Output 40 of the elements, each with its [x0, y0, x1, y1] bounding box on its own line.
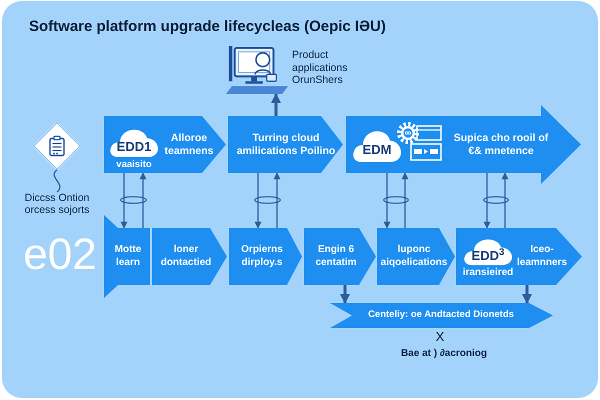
arrow [340, 285, 350, 304]
step-label: Iceo- leamnners [516, 244, 568, 268]
letter-label: X [436, 329, 444, 344]
process-step [377, 228, 455, 285]
cloud-label: EDD$^{3}$ [472, 248, 504, 262]
process-step [104, 116, 226, 173]
step-label: Motte learn [114, 244, 142, 268]
step-label: loner dontactied [160, 244, 212, 268]
description-text: Diccss Ontion orcess sojorts [24, 192, 90, 216]
arrow [502, 172, 508, 228]
arrow [254, 173, 262, 229]
arrow [140, 172, 146, 228]
diamond-shape [33, 122, 81, 170]
arrow [484, 173, 490, 229]
cloud-label: EDD1 [116, 138, 152, 154]
step-label: Orpierns dirploy.s [241, 244, 283, 268]
arrow [120, 173, 128, 229]
arrow [274, 172, 280, 228]
step-label: Alloroe teamnens [164, 132, 214, 156]
wavy-line [54, 170, 60, 192]
caption-text: iransieired [462, 267, 514, 278]
diagram-title: Software platform upgrade lifecycleas (Oepic IƏU) [29, 18, 386, 35]
step-label: luponc aiqoelications [380, 244, 448, 268]
arrow [522, 285, 532, 304]
process-step [456, 228, 582, 285]
step-label: Turring cloud amilications Poilino [236, 132, 336, 156]
caption-text: Product applications OrunShers [292, 49, 348, 86]
monitor-illustration [226, 45, 288, 94]
process-step [228, 116, 343, 173]
caption-text: vaaisito [116, 159, 152, 170]
arrow [271, 93, 281, 116]
arrow [402, 172, 408, 228]
step-label: Supica cho rooil of €& mnetence [454, 132, 548, 156]
process-step [229, 228, 302, 285]
version-label: e02 [23, 230, 97, 279]
footnote-text: Bae at ) ∂acroniog [400, 348, 488, 359]
arrow [384, 173, 390, 229]
cloud-label: EDM [362, 142, 392, 156]
step-label: Centeliy: oe Andtacted Dionetds [368, 309, 514, 320]
step-label: Engin 6 centatim [315, 244, 357, 268]
